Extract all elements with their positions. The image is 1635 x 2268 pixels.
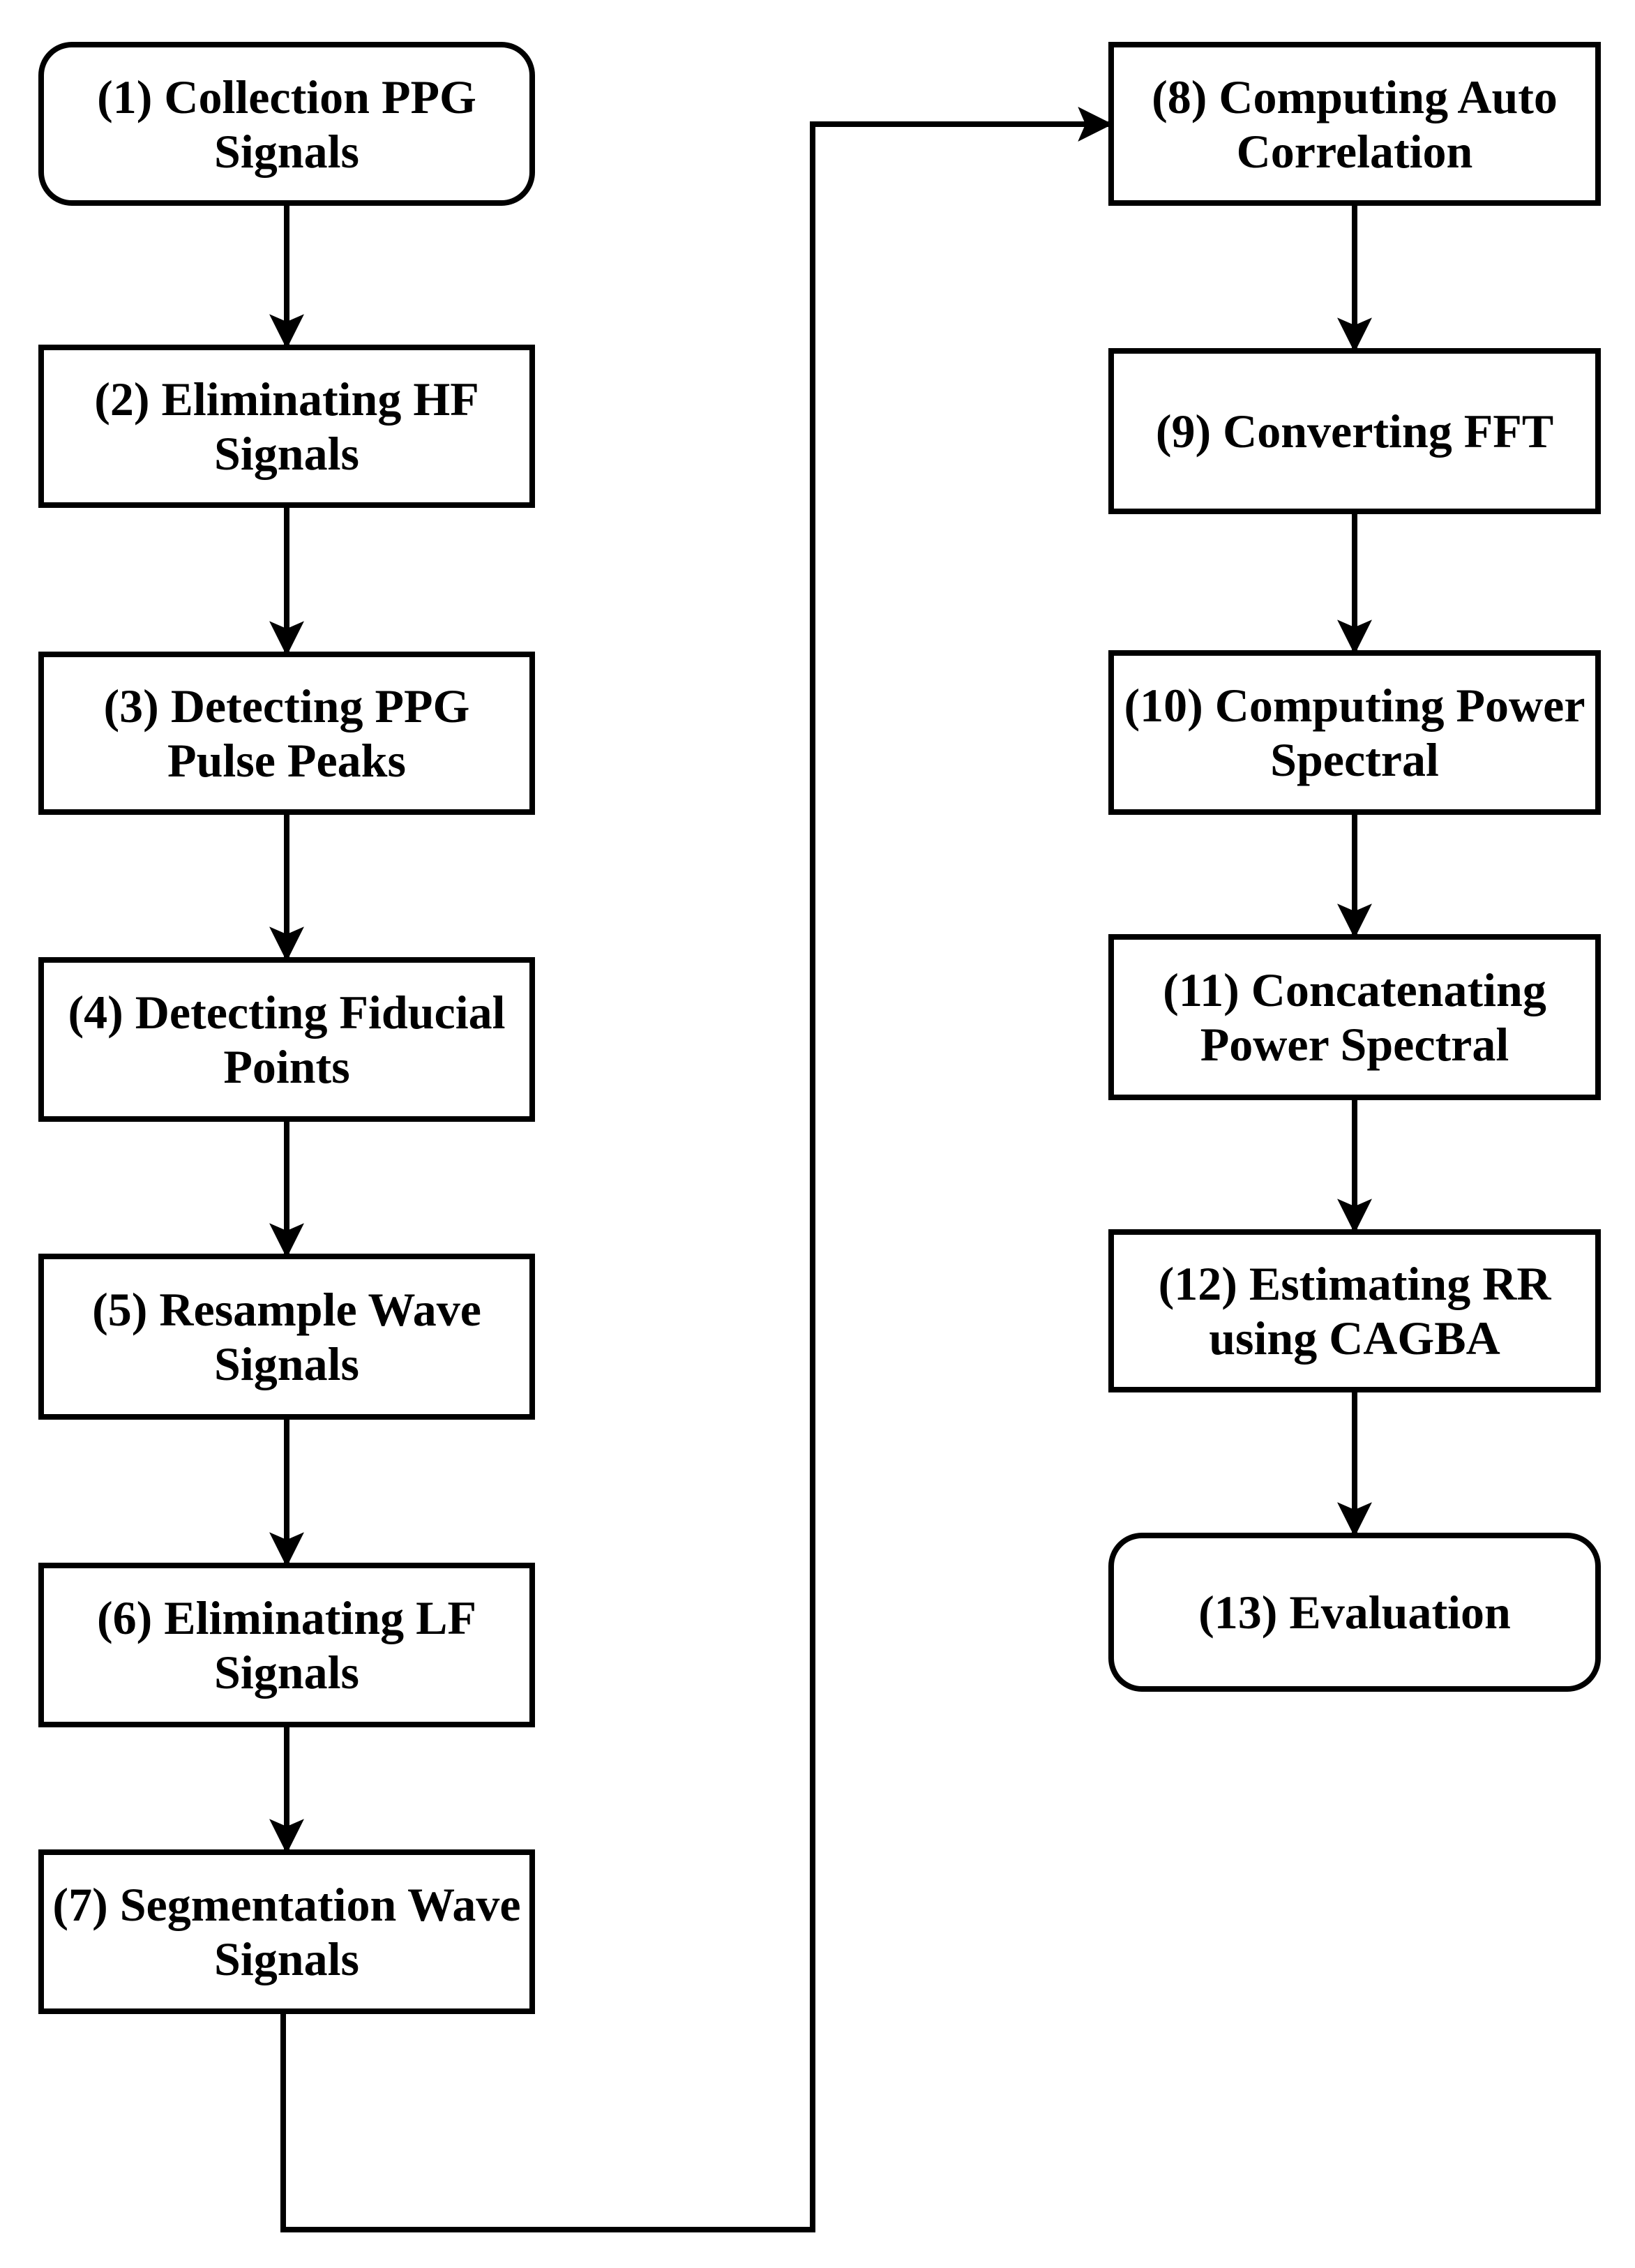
flow-step-8-computing-auto-correlation: (8) Computing Auto Correlation <box>1108 42 1601 206</box>
flow-step-12-estimating-rr-using-cagba: (12) Estimating RR using CAGBA <box>1108 1229 1601 1392</box>
flow-step-7-segmentation-wave-signals: (7) Segmentation Wave Signals <box>38 1849 535 2014</box>
flow-step-6-eliminating-lf-signals: (6) Eliminating LF Signals <box>38 1563 535 1727</box>
flow-step-4-detecting-fiducial-points: (4) Detecting Fiducial Points <box>38 957 535 1122</box>
flow-step-9-converting-fft: (9) Converting FFT <box>1108 348 1601 514</box>
flow-step-10-computing-power-spectral: (10) Computing Power Spectral <box>1108 650 1601 815</box>
flow-step-1-collection-ppg-signals: (1) Collection PPG Signals <box>38 42 535 206</box>
flow-step-5-resample-wave-signals: (5) Resample Wave Signals <box>38 1254 535 1420</box>
arrow-7-to-8-elbow <box>280 107 1113 2232</box>
flow-step-3-detecting-ppg-pulse-peaks: (3) Detecting PPG Pulse Peaks <box>38 652 535 815</box>
flow-step-11-concatenating-power-spectral: (11) Concatenating Power Spectral <box>1108 934 1601 1100</box>
flow-step-13-evaluation: (13) Evaluation <box>1108 1533 1601 1692</box>
flow-step-2-eliminating-hf-signals: (2) Eliminating HF Signals <box>38 345 535 508</box>
